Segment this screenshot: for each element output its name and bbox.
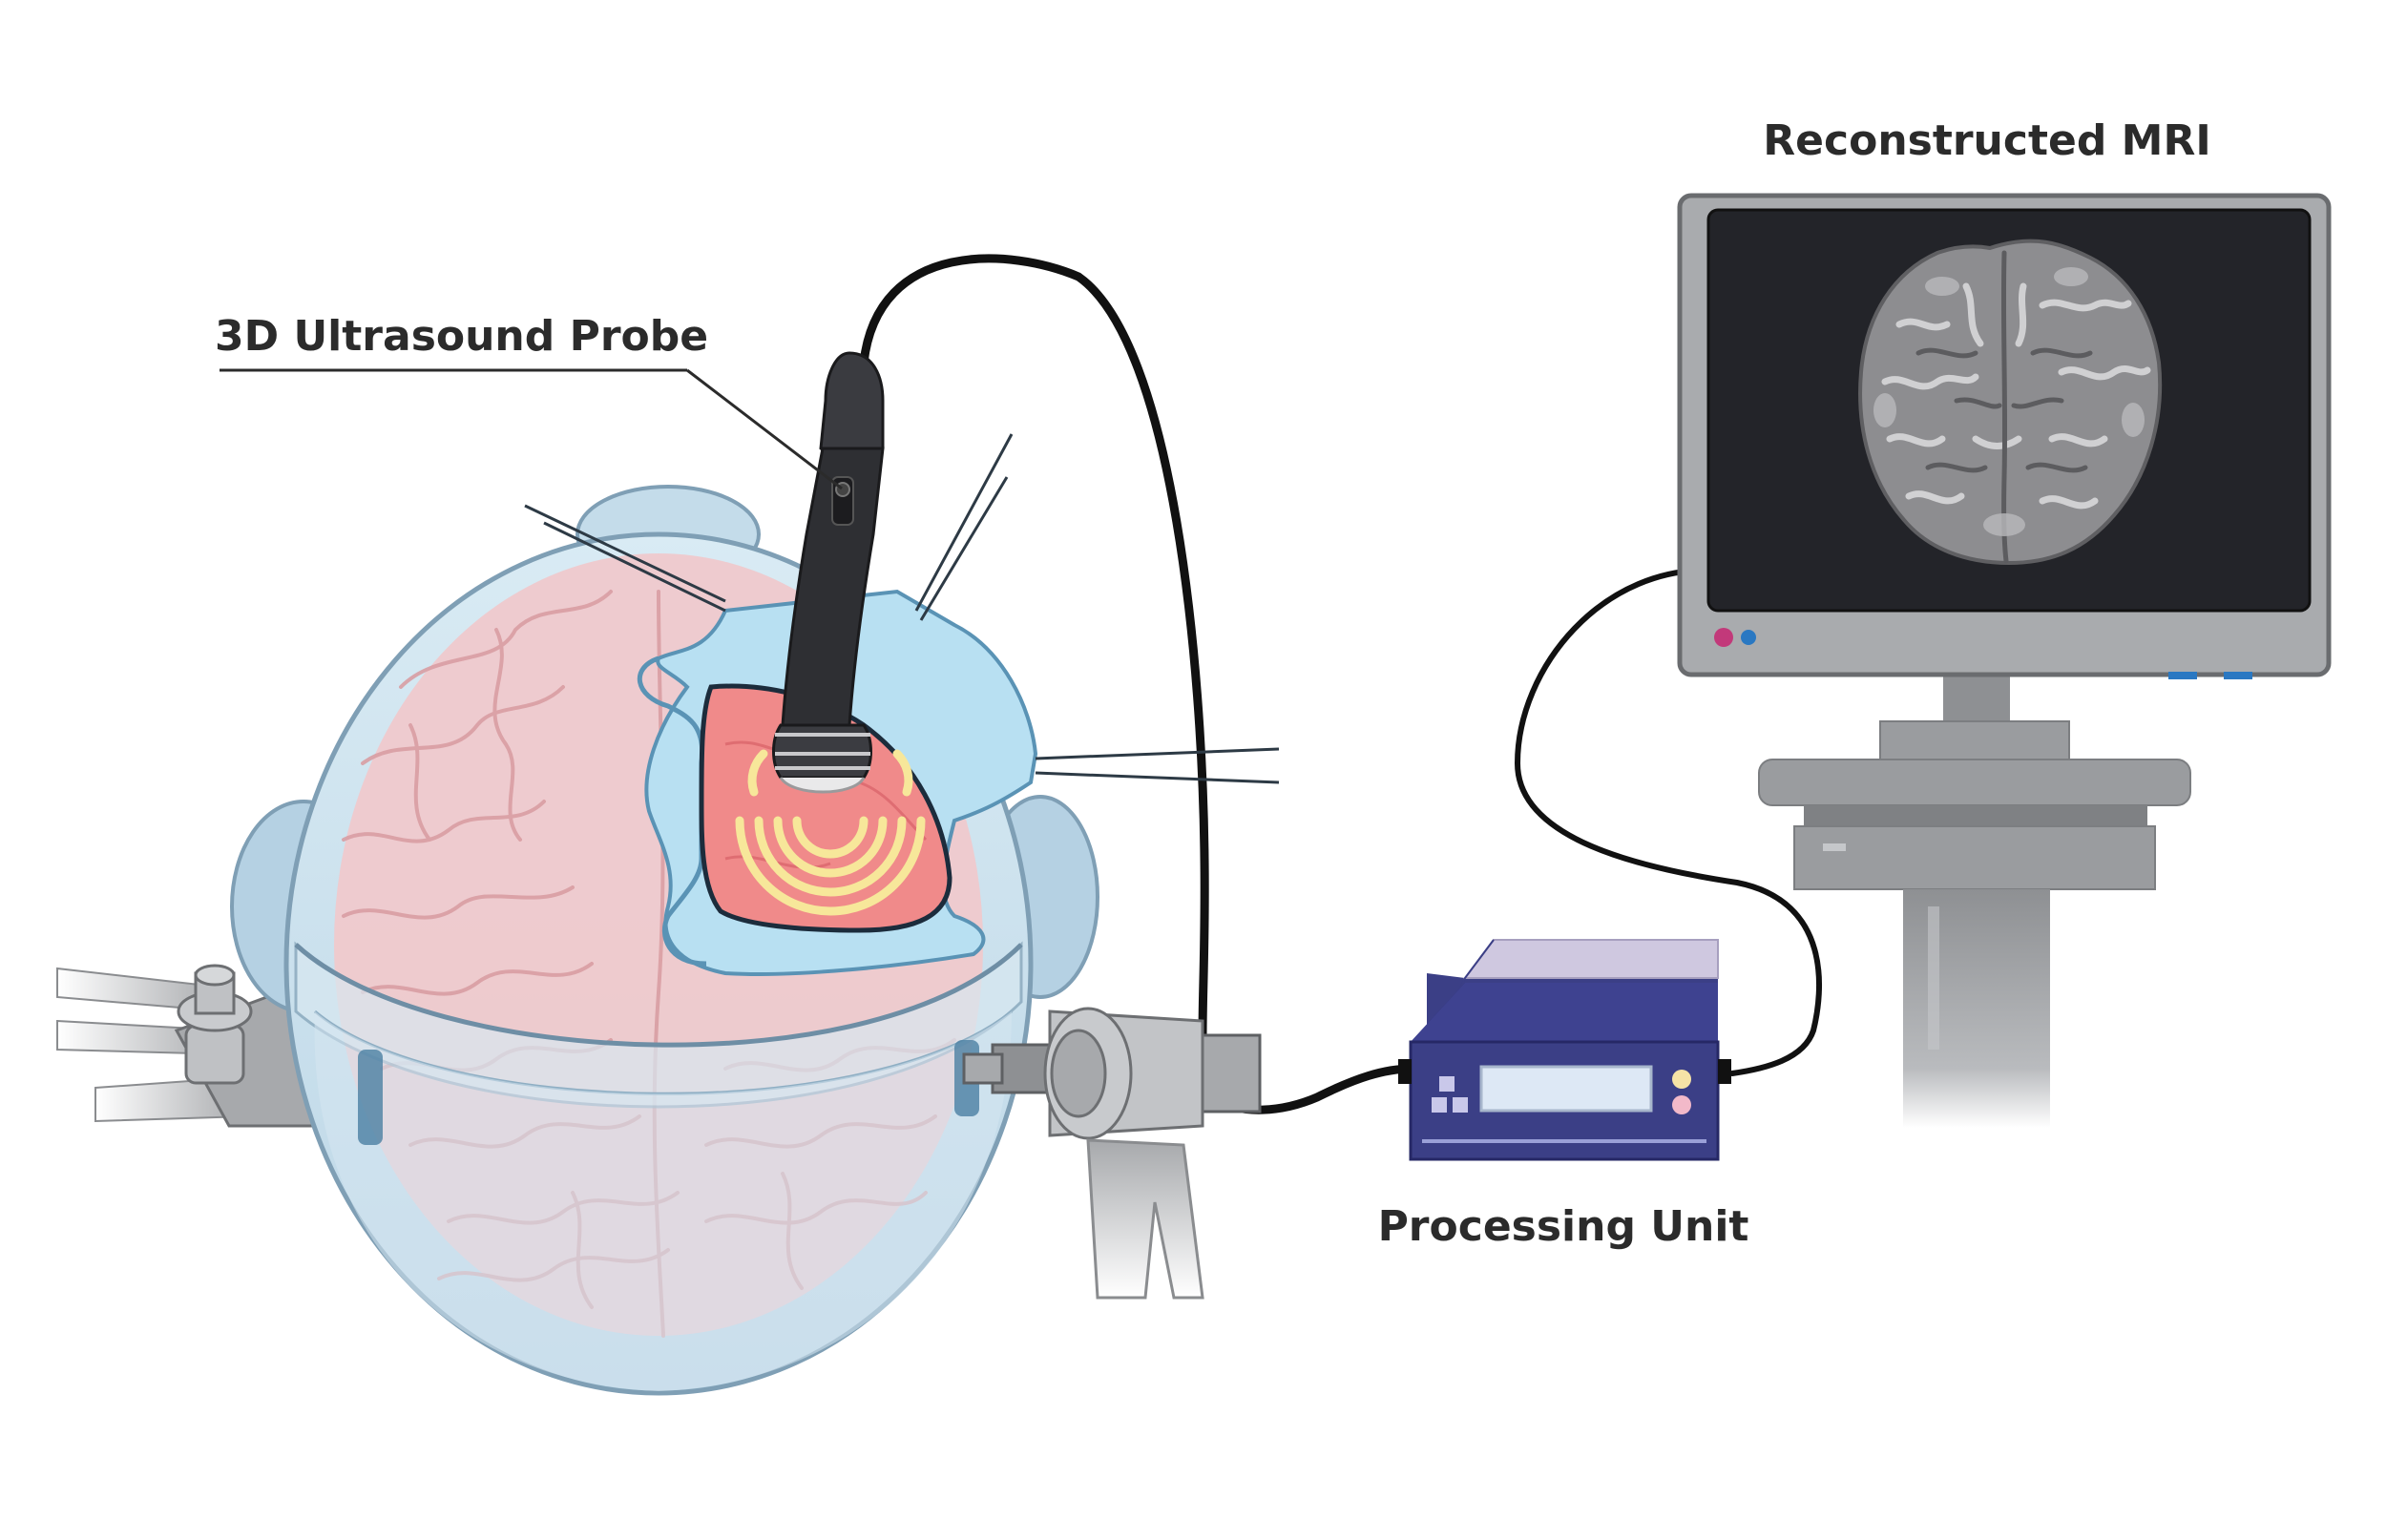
monitor-icon[interactable] (1677, 193, 2332, 679)
craniotomy-opening (699, 683, 952, 933)
mri-brain-icon (1858, 239, 2163, 566)
processing-unit-icon[interactable] (1398, 939, 1731, 1161)
probe-label: 3D Ultrasound Probe (215, 312, 843, 490)
processor-label: Processing Unit (1378, 1202, 1749, 1251)
monitor-stand (1758, 674, 2191, 1128)
retractor-wires (524, 433, 1280, 784)
probe-cable (859, 254, 1417, 1114)
monitor-cable (1514, 567, 1823, 1076)
probe-holder-arm (962, 1007, 1262, 1300)
monitor-label: Reconstructed MRI (1763, 116, 2210, 165)
ultrasound-waves (735, 749, 926, 916)
ultrasound-probe-icon[interactable] (772, 351, 885, 794)
probe-label-text: 3D Ultrasound Probe (215, 312, 708, 361)
